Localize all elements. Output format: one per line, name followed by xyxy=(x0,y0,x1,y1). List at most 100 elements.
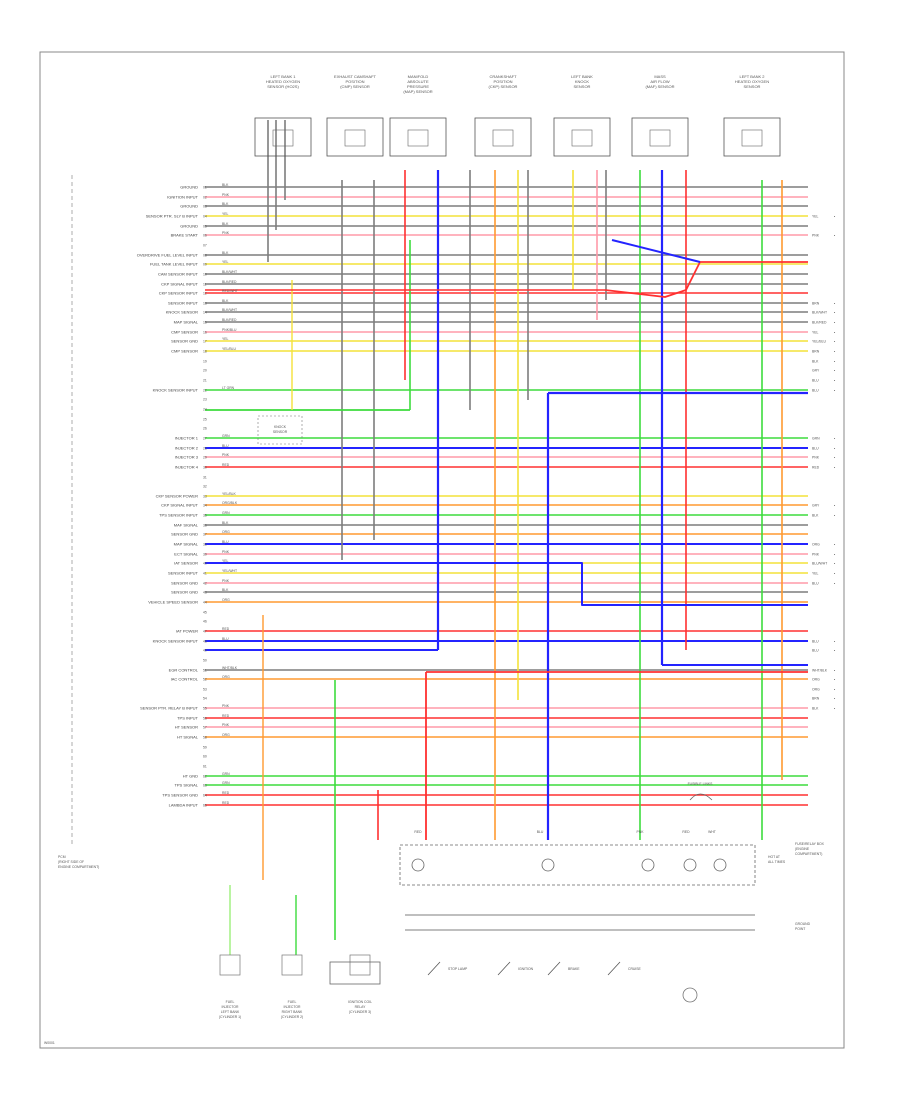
right-wire-label: ORG xyxy=(812,677,820,681)
pcm-pin-number: 10 xyxy=(203,272,207,276)
maf-sensor-label: AIR FLOW xyxy=(650,79,670,84)
bottom-component-box xyxy=(349,954,371,976)
bottom-component-label: (CYLINDER 3) xyxy=(349,1010,371,1014)
right-connector-mark: • xyxy=(834,561,836,565)
right-wire-label: BLK/RED xyxy=(812,320,827,324)
pcm-pin-number: 42 xyxy=(203,581,207,585)
pcm-pin-label: ECT SIGNAL xyxy=(174,551,198,556)
pcm-pin-label: SENSOR PTR. SLY B INPUT xyxy=(146,213,199,218)
left-bank-o2-label: HEATED OXYGEN xyxy=(266,79,300,84)
pcm-pin-number: 29 xyxy=(203,455,207,459)
wire-code-label: BLK xyxy=(222,251,229,255)
right-wire-label: ORG xyxy=(812,542,820,546)
pcm-pin-label: CMP SENSOR xyxy=(171,348,198,353)
pcm-pin-label: KNOCK SENSOR INPUT xyxy=(153,387,199,392)
wire-code-label: BLK/WHT xyxy=(222,270,237,274)
wires-layer xyxy=(205,120,808,955)
ckp-sensor-label: POSITION xyxy=(493,79,512,84)
wire-code-label: RED xyxy=(222,714,230,718)
pcm-pin-number: 41 xyxy=(203,571,207,575)
pcm-pin-label: MAF SIGNAL xyxy=(174,522,199,527)
bottom-component-label: FUEL xyxy=(226,1000,235,1004)
pcm-pin-number: 54 xyxy=(203,696,207,700)
pcm-pin-number: 46 xyxy=(203,619,207,623)
right-connector-mark: • xyxy=(834,320,836,324)
pcm-pin-number: 01 xyxy=(203,185,207,189)
pcm-pin-number: 45 xyxy=(203,610,207,614)
right-connector-mark: • xyxy=(834,455,836,459)
wire-code-label: PNK xyxy=(222,704,230,708)
right-wire-label: BLU xyxy=(812,378,819,382)
maf-sensor-box xyxy=(631,117,689,157)
wire-code-label: BLK xyxy=(222,521,229,525)
right-connector-mark: • xyxy=(834,677,836,681)
pcm-pin-number: 24 xyxy=(203,407,207,411)
pcm-pin-label: LAMBDA INPUT xyxy=(169,802,199,807)
bottom-component-label: (CYLINDER 1) xyxy=(219,1015,241,1019)
knock-sensor-label: KNOCK xyxy=(274,425,287,429)
wire-code-label: WHT/BLK xyxy=(222,666,238,670)
knock-sensor-label: SENSOR xyxy=(574,84,591,89)
pcm-pin-number: 62 xyxy=(203,774,207,778)
pcm-pin-number: 19 xyxy=(203,359,207,363)
right-wire-label: YEL xyxy=(812,214,819,218)
right-wire-label: ORG xyxy=(812,687,820,691)
pcm-pin-number: 08 xyxy=(203,253,207,257)
pcm-pin-label: MAP SIGNAL xyxy=(174,319,199,324)
pcm-pin-label: TPS SENSOR INPUT xyxy=(159,512,198,517)
right-connector-mark: • xyxy=(834,301,836,305)
fuse-wire-label: PNK xyxy=(637,830,645,834)
bottom-component-box xyxy=(281,954,303,976)
pcm-pin-number: 50 xyxy=(203,658,207,662)
switch-symbol xyxy=(497,961,511,976)
maf-sensor-label: (MAF) SENSOR xyxy=(645,84,674,89)
right-wire-label: YEL xyxy=(812,571,819,575)
pcm-pin-label: CKP SIGNAL INPUT xyxy=(161,502,198,507)
bottom-component-label: RIGHT BANK xyxy=(282,1010,303,1014)
knock-sensor-box xyxy=(257,415,303,445)
wire-code-label: YEL/BLU xyxy=(222,347,236,351)
pcm-pin-number: 33 xyxy=(203,494,207,498)
knock-sensor-label: KNOCK xyxy=(575,79,590,84)
right-connector-mark: • xyxy=(834,542,836,546)
wire-code-label: GRN xyxy=(222,781,230,785)
right-connector-mark: • xyxy=(834,571,836,575)
pcm-pin-number: 52 xyxy=(203,677,207,681)
pcm-pin-number: 18 xyxy=(203,349,207,353)
map-sensor-symbol xyxy=(407,129,429,147)
pcm-pin-label: SENSOR INPUT xyxy=(168,570,199,575)
bottom-component-label: FUEL xyxy=(288,1000,297,1004)
pcm-pin-label: KNOCK SENSOR xyxy=(166,309,198,314)
bottom-component-label: (CYLINDER 2) xyxy=(281,1015,303,1019)
coil-relay-box xyxy=(329,961,381,985)
wire-code-label: YEL xyxy=(222,337,229,341)
wire-code-label: GRN xyxy=(222,772,230,776)
bottom-component-label: LEFT BANK xyxy=(221,1010,240,1014)
map-sensor-label: (MAP) SENSOR xyxy=(403,89,432,94)
maf-sensor-label: MASS xyxy=(654,74,666,79)
pcm-pin-label: INJECTOR 2 xyxy=(175,445,199,450)
map-sensor-label: ABSOLUTE xyxy=(407,79,429,84)
pcm-pin-label: CKP SENSOR POWER xyxy=(156,493,198,498)
wire-code-label: BLK/RED xyxy=(222,318,237,322)
right-bank-o2-box xyxy=(723,117,781,157)
ckp-sensor-label: (CKP) SENSOR xyxy=(489,84,518,89)
right-connector-mark: • xyxy=(834,552,836,556)
wire-code-label: PNK xyxy=(222,550,230,554)
pcm-pin-number: 39 xyxy=(203,552,207,556)
pcm-pin-label: SENSOR GND xyxy=(171,589,198,594)
pcm-pin-number: 48 xyxy=(203,639,207,643)
pcm-caption: PCM xyxy=(58,855,66,859)
pcm-pin-number: 47 xyxy=(203,629,207,633)
pcm-pin-label: CKP SENSOR INPUT xyxy=(159,290,199,295)
right-bank-o2-label: HEATED OXYGEN xyxy=(735,79,769,84)
right-wire-label: BLK xyxy=(812,513,819,517)
wire-code-label: RED/WHT xyxy=(222,289,238,293)
fusible-links-label: FUSIBLE LINKS xyxy=(688,782,714,786)
right-connector-mark: • xyxy=(834,378,836,382)
right-wire-label: BLK xyxy=(812,359,819,363)
switch-label: CRUISE xyxy=(628,967,642,971)
fuse-wire-label: BLU xyxy=(537,830,544,834)
maf-sensor-symbol xyxy=(649,129,671,147)
wire-red-route xyxy=(604,261,808,298)
